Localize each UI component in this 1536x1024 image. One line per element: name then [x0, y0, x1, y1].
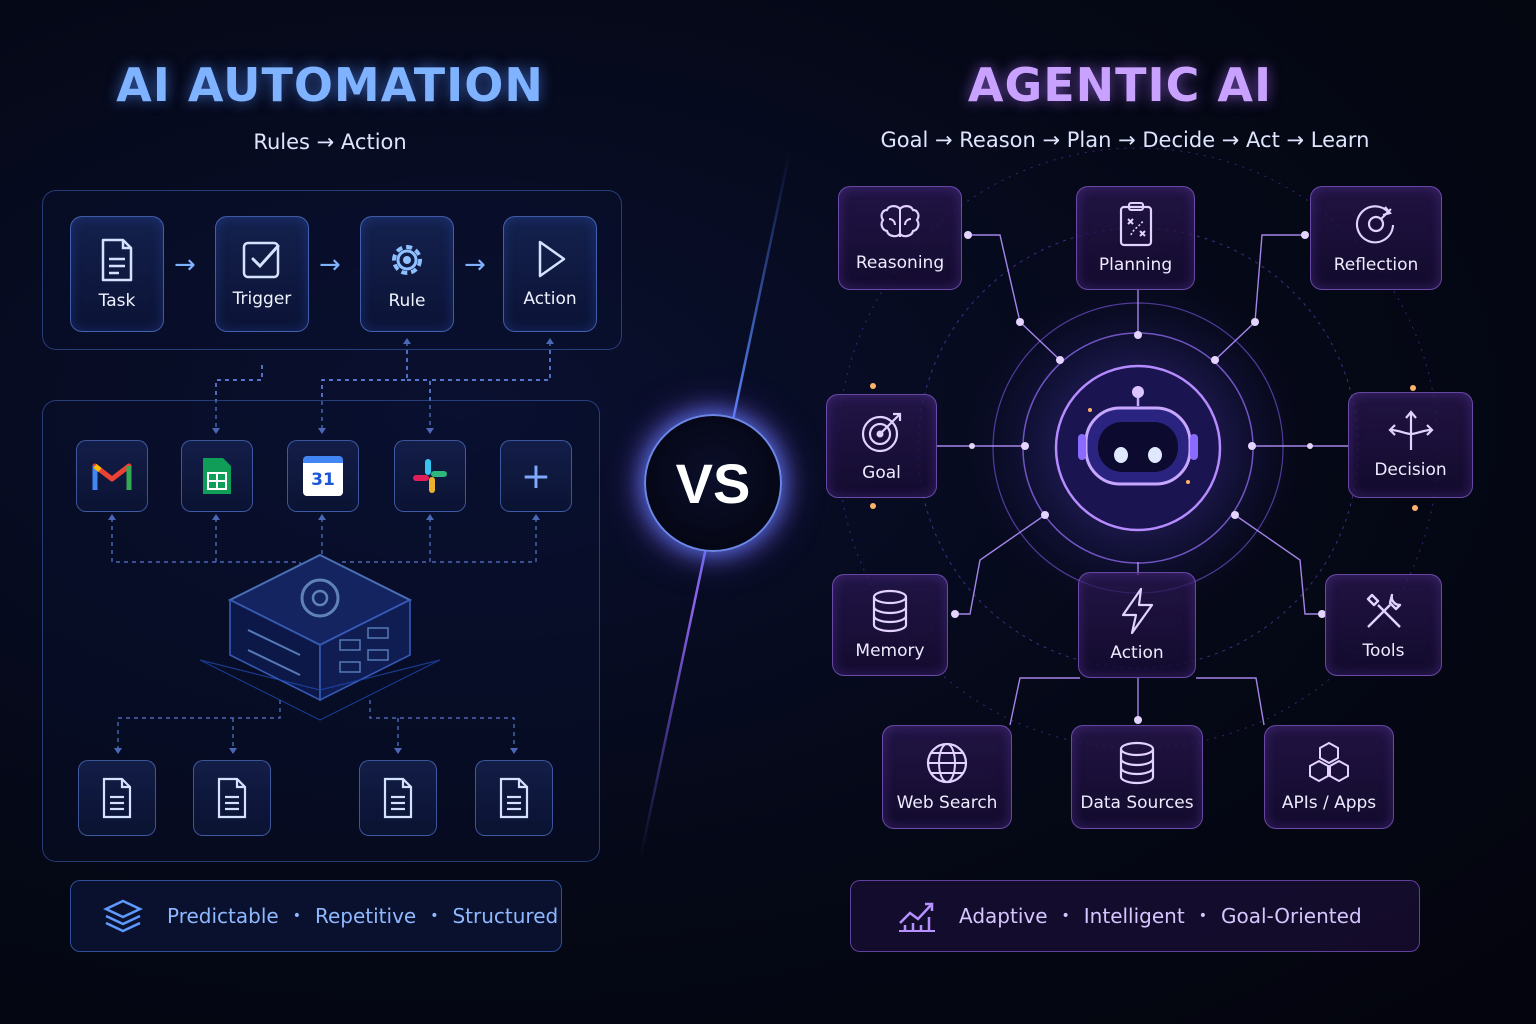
right-footer: Adaptive • Intelligent • Goal-Oriented [850, 880, 1420, 952]
node-data-sources: Data Sources [1071, 725, 1203, 829]
slack-icon [413, 459, 447, 493]
separator-dot: • [430, 908, 439, 924]
document-icon [499, 777, 529, 819]
node-planning: Planning [1076, 186, 1195, 290]
node-goal: Goal [826, 394, 937, 498]
node-reflection-label: Reflection [1333, 255, 1419, 275]
reflection-cycle-icon [1355, 205, 1395, 244]
arrow-right-icon: → [464, 250, 486, 280]
database-icon [872, 589, 908, 633]
footer-trait: Adaptive [959, 904, 1048, 928]
brain-icon [880, 205, 920, 238]
node-reflection: Reflection [1310, 186, 1442, 290]
play-icon [538, 240, 566, 278]
flow-task-label: Task [98, 291, 136, 311]
separator-dot: • [1061, 908, 1070, 924]
output-doc-1 [78, 760, 156, 836]
app-sheets [181, 440, 253, 512]
flow-rule-label: Rule [388, 291, 426, 311]
footer-trait: Repetitive [314, 904, 417, 928]
node-planning-label: Planning [1098, 255, 1173, 275]
target-icon [861, 412, 901, 453]
separator-dot: • [1198, 908, 1207, 924]
node-memory-label: Memory [855, 641, 925, 661]
right-title: AGENTIC AI [967, 58, 1273, 112]
footer-trait: Intelligent [1083, 904, 1185, 928]
flow-rule: Rule [360, 216, 454, 332]
node-data-sources-label: Data Sources [1080, 793, 1194, 813]
node-reasoning-label: Reasoning [855, 253, 945, 273]
document-icon [217, 777, 247, 819]
lightning-icon [1121, 587, 1154, 635]
node-goal-label: Goal [862, 463, 901, 483]
left-subtitle: Rules → Action [253, 130, 407, 154]
node-tools: Tools [1325, 574, 1442, 676]
node-action-label: Action [1110, 643, 1164, 663]
output-doc-4 [475, 760, 553, 836]
separator-dot: • [292, 908, 301, 924]
clipboard-plan-icon [1119, 202, 1152, 247]
vs-badge: VS [644, 414, 782, 552]
right-subtitle: Goal → Reason → Plan → Decide → Act → Le… [880, 128, 1370, 152]
output-doc-3 [359, 760, 437, 836]
app-add[interactable]: + [500, 440, 572, 512]
cubes-icon [1309, 741, 1349, 783]
node-action: Action [1078, 572, 1196, 678]
node-reasoning: Reasoning [838, 186, 962, 290]
app-gmail [76, 440, 148, 512]
document-icon [383, 777, 413, 819]
node-memory: Memory [832, 574, 948, 676]
node-web-search-label: Web Search [896, 793, 998, 813]
flow-task: Task [70, 216, 164, 332]
flow-action: Action [503, 216, 597, 332]
arrow-right-icon: → [319, 250, 341, 280]
gmail-icon [92, 463, 132, 490]
footer-trait: Structured [452, 904, 559, 928]
growth-chart-icon [899, 902, 935, 932]
tools-icon [1366, 593, 1401, 628]
database-icon [1119, 741, 1155, 785]
server-stack-icon [199, 553, 441, 721]
sheets-icon [203, 458, 231, 494]
flow-action-label: Action [523, 289, 577, 309]
node-apis: APIs / Apps [1264, 725, 1394, 829]
flow-trigger: Trigger [215, 216, 309, 332]
gear-icon [392, 245, 422, 275]
node-decision: Decision [1348, 392, 1473, 498]
node-tools-label: Tools [1362, 641, 1405, 661]
checkbox-icon [242, 241, 280, 279]
left-footer: Predictable • Repetitive • Structured [70, 880, 562, 952]
layers-icon [103, 899, 143, 933]
node-web-search: Web Search [882, 725, 1012, 829]
globe-icon [926, 742, 968, 784]
arrow-right-icon: → [174, 250, 196, 280]
node-apis-label: APIs / Apps [1281, 793, 1377, 813]
footer-trait: Predictable [167, 904, 279, 928]
calendar-date: 31 [311, 469, 335, 490]
flow-trigger-label: Trigger [232, 289, 292, 309]
node-decision-label: Decision [1374, 460, 1447, 480]
document-icon [101, 238, 133, 282]
app-slack [394, 440, 466, 512]
robot-icon [1078, 386, 1198, 486]
branch-arrows-icon [1387, 410, 1434, 450]
app-calendar: 31 [287, 440, 359, 512]
footer-trait: Goal-Oriented [1220, 904, 1362, 928]
left-title: AI AUTOMATION [116, 58, 544, 112]
calendar-icon: 31 [303, 456, 343, 496]
document-icon [102, 777, 132, 819]
output-doc-2 [193, 760, 271, 836]
plus-icon: + [520, 455, 552, 497]
